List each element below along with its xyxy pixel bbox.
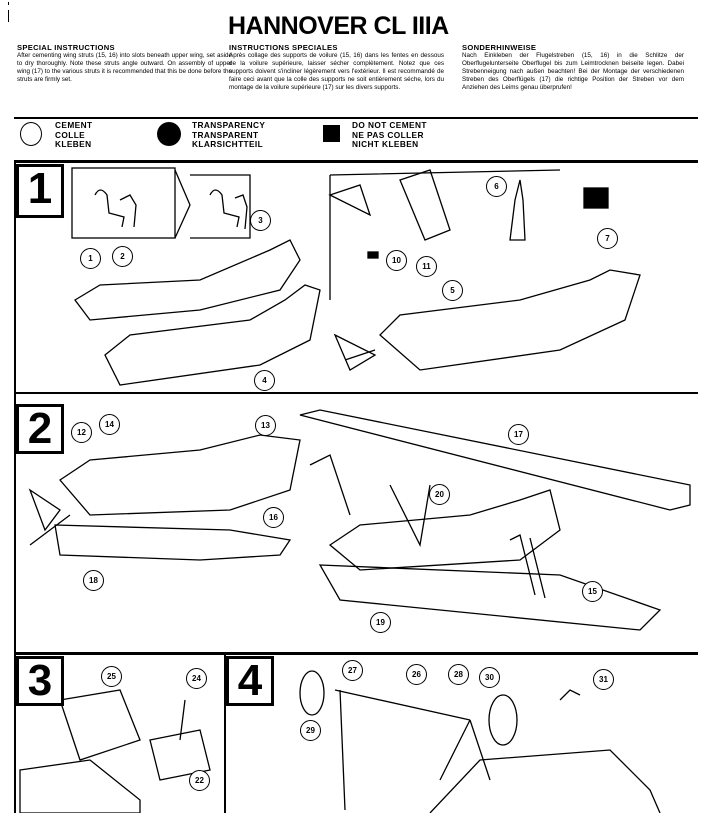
legend-do-not-cement: DO NOT CEMENT NE PAS COLLER NICHT KLEBEN bbox=[352, 120, 427, 150]
divider bbox=[14, 160, 698, 163]
instructions-text: Après collage des supports de voilure (1… bbox=[229, 52, 444, 92]
assembled-fuselage bbox=[379, 269, 641, 371]
undercarriage-26-28 bbox=[334, 689, 491, 811]
part-callout-3: 3 bbox=[250, 210, 271, 231]
part-callout-5: 5 bbox=[442, 280, 463, 301]
legend-cement: CEMENT COLLE KLEBEN bbox=[55, 120, 93, 150]
divider bbox=[14, 392, 698, 394]
open-circle-icon bbox=[20, 122, 42, 146]
fuselage-half-right bbox=[104, 284, 321, 386]
part-callout-26: 26 bbox=[406, 664, 427, 685]
pilot-figure bbox=[94, 189, 137, 228]
legend-line: KLEBEN bbox=[55, 139, 92, 149]
instructions-english: SPECIAL INSTRUCTIONS After cementing win… bbox=[17, 43, 232, 84]
step-3-number: 3 bbox=[16, 656, 64, 706]
part-callout-28: 28 bbox=[448, 664, 469, 685]
part-callout-7: 7 bbox=[597, 228, 618, 249]
legend-line: KLARSICHTTEIL bbox=[192, 139, 264, 149]
part-callout-11: 11 bbox=[416, 256, 437, 277]
legend-line: COLLE bbox=[55, 129, 86, 140]
lower-wing-assembled bbox=[318, 564, 662, 631]
part-callout-6: 6 bbox=[486, 176, 507, 197]
part-callout-15: 15 bbox=[582, 581, 603, 602]
step-4-number: 4 bbox=[226, 656, 274, 706]
divider bbox=[14, 117, 698, 119]
part-31 bbox=[559, 689, 581, 701]
scan-mark bbox=[8, 2, 9, 5]
legend-line: NICHT KLEBEN bbox=[352, 139, 419, 149]
step-1-number: 1 bbox=[16, 164, 64, 218]
step-2-number: 2 bbox=[16, 404, 64, 454]
part-callout-30: 30 bbox=[479, 667, 500, 688]
legend-line: TRANSPARENCY bbox=[192, 120, 266, 130]
do-not-cement-marker bbox=[583, 187, 609, 209]
divider bbox=[224, 652, 226, 813]
divider bbox=[14, 652, 698, 655]
part-callout-18: 18 bbox=[83, 570, 104, 591]
seated-pilot-figure bbox=[209, 189, 248, 230]
part-callout-20: 20 bbox=[429, 484, 450, 505]
wheel-30 bbox=[488, 694, 518, 746]
page-title: HANNOVER CL IIIA bbox=[228, 12, 449, 40]
part-callout-2: 2 bbox=[112, 246, 133, 267]
pilot-seat-inset bbox=[71, 167, 176, 239]
cockpit-part-10 bbox=[399, 169, 451, 241]
part-callout-29: 29 bbox=[300, 720, 321, 741]
part-callout-12: 12 bbox=[71, 422, 92, 443]
wing-struts-16-20 bbox=[309, 454, 431, 548]
fuselage-step2b bbox=[328, 489, 561, 571]
instructions-heading: INSTRUCTIONS SPECIALES bbox=[229, 43, 338, 52]
pilot-inset-2 bbox=[190, 174, 251, 239]
lower-wing-18 bbox=[54, 524, 292, 561]
part-callout-16: 16 bbox=[263, 507, 284, 528]
instructions-heading: SPECIAL INSTRUCTIONS bbox=[17, 43, 115, 52]
legend-line: TRANSPARENT bbox=[192, 129, 259, 140]
propeller-step2 bbox=[28, 488, 71, 546]
gun-24 bbox=[179, 699, 186, 741]
part-callout-19: 19 bbox=[370, 612, 391, 633]
windscreen-22 bbox=[149, 729, 211, 781]
wheel-29 bbox=[299, 670, 325, 716]
part-callout-14: 14 bbox=[99, 414, 120, 435]
part-callout-1: 1 bbox=[80, 248, 101, 269]
part-callout-25: 25 bbox=[101, 666, 122, 687]
propeller-part bbox=[328, 184, 372, 217]
instructions-german: SONDERHINWEISE Nach Einkleben der Flugel… bbox=[462, 43, 684, 92]
windscreen-25 bbox=[59, 689, 141, 761]
instructions-text: Nach Einkleben der Flugelstreben (15, 16… bbox=[462, 52, 684, 92]
fuselage-step3 bbox=[19, 759, 141, 813]
filled-square-icon bbox=[323, 125, 340, 142]
part-callout-24: 24 bbox=[186, 668, 207, 689]
upper-wing-17 bbox=[299, 409, 691, 511]
wing-struts-15 bbox=[509, 534, 546, 599]
legend-transparency: TRANSPARENCY TRANSPARENT KLARSICHTTEIL bbox=[192, 120, 266, 150]
part-callout-10: 10 bbox=[386, 250, 407, 271]
part-callout-22: 22 bbox=[189, 770, 210, 791]
arrow-icon bbox=[174, 169, 191, 239]
filled-circle-icon bbox=[157, 122, 181, 146]
legend-line: DO NOT CEMENT bbox=[352, 120, 427, 130]
part-callout-31: 31 bbox=[593, 669, 614, 690]
divider bbox=[14, 160, 16, 813]
do-not-cement-marker bbox=[367, 251, 379, 259]
fuselage-step4 bbox=[429, 749, 661, 813]
part-callout-13: 13 bbox=[255, 415, 276, 436]
part-callout-17: 17 bbox=[508, 424, 529, 445]
instructions-heading: SONDERHINWEISE bbox=[462, 43, 537, 52]
part-callout-4: 4 bbox=[254, 370, 275, 391]
part-callout-27: 27 bbox=[342, 660, 363, 681]
legend-line: CEMENT bbox=[55, 120, 93, 130]
inset-frame bbox=[329, 169, 561, 300]
scan-mark bbox=[8, 10, 9, 22]
legend-line: NE PAS COLLER bbox=[352, 129, 424, 140]
instructions-french: INSTRUCTIONS SPECIALES Après collage des… bbox=[229, 43, 444, 92]
gunner-figure bbox=[509, 179, 526, 241]
fuselage-step2 bbox=[59, 434, 301, 516]
fuselage-half-left bbox=[74, 239, 301, 321]
instructions-text: After cementing wing struts (15, 16) int… bbox=[17, 52, 232, 84]
propeller bbox=[333, 333, 377, 371]
